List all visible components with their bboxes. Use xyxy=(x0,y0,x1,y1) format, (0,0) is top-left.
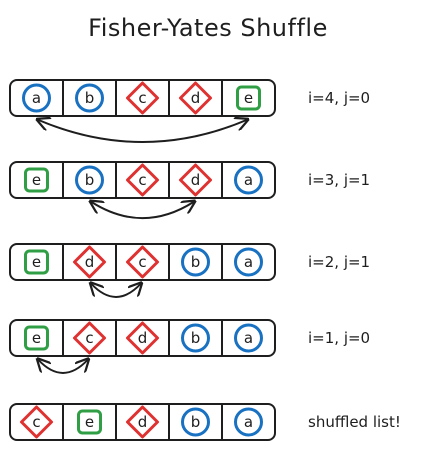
array-row: a b c d e i=4, j=0 xyxy=(9,79,370,143)
element-letter: b xyxy=(191,413,201,431)
array-cell: c xyxy=(126,245,159,279)
element-letter: d xyxy=(138,413,148,431)
array-cell: a xyxy=(234,407,263,437)
step-label: shuffled list! xyxy=(308,413,401,431)
element-letter: c xyxy=(85,329,93,347)
array-cell: c xyxy=(73,321,106,355)
element-letter: c xyxy=(32,413,40,431)
square-marker xyxy=(24,249,49,275)
array-cell: e xyxy=(24,249,49,275)
circle-marker xyxy=(234,165,263,195)
element-letter: b xyxy=(191,253,201,271)
swap-arrow xyxy=(39,360,88,374)
element-letter: c xyxy=(138,171,146,189)
square-marker xyxy=(236,85,261,111)
step-label: i=2, j=1 xyxy=(308,253,370,271)
array-cell: a xyxy=(22,83,51,113)
element-letter: d xyxy=(85,253,95,271)
square-marker xyxy=(24,325,49,351)
diamond-marker xyxy=(179,163,212,197)
element-letter: a xyxy=(244,329,253,347)
array-row: e b c d a i=3, j=1 xyxy=(9,161,370,219)
element-letter: a xyxy=(244,253,253,271)
swap-arrow xyxy=(92,284,141,298)
element-letter: c xyxy=(138,253,146,271)
element-letter: b xyxy=(85,89,95,107)
element-letter: a xyxy=(244,171,253,189)
row-frame xyxy=(9,403,276,441)
row-frame xyxy=(9,79,276,117)
array-cell: b xyxy=(181,247,210,277)
element-letter: b xyxy=(85,171,95,189)
circle-marker xyxy=(181,407,210,437)
diamond-marker xyxy=(73,245,106,279)
array-cell: e xyxy=(24,167,49,193)
circle-marker xyxy=(234,407,263,437)
element-letter: e xyxy=(85,413,94,431)
row-frame xyxy=(9,243,276,281)
array-cell: c xyxy=(126,81,159,115)
element-letter: d xyxy=(138,329,148,347)
diamond-marker xyxy=(126,163,159,197)
array-cell: d xyxy=(126,321,159,355)
swap-arrow xyxy=(39,120,247,143)
diamond-marker xyxy=(126,245,159,279)
diamond-marker xyxy=(73,321,106,355)
step-label: i=4, j=0 xyxy=(308,89,370,107)
row-frame xyxy=(9,161,276,199)
array-cell: a xyxy=(234,165,263,195)
element-letter: d xyxy=(191,89,201,107)
element-letter: c xyxy=(138,89,146,107)
array-cell: a xyxy=(234,247,263,277)
element-letter: b xyxy=(191,329,201,347)
array-cell: a xyxy=(234,323,263,353)
array-cell: e xyxy=(236,85,261,111)
array-cell: d xyxy=(179,163,212,197)
array-cell: c xyxy=(20,405,53,439)
diamond-marker xyxy=(20,405,53,439)
array-row: c e d b a shuffled list! xyxy=(9,403,401,441)
array-row: e c d b a i=1, j=0 xyxy=(9,319,370,374)
circle-marker xyxy=(234,247,263,277)
circle-marker xyxy=(75,83,104,113)
array-cell: e xyxy=(77,409,102,435)
element-letter: d xyxy=(191,171,201,189)
step-label: i=1, j=0 xyxy=(308,329,370,347)
array-cell: b xyxy=(75,165,104,195)
array-cell: d xyxy=(73,245,106,279)
array-cell: b xyxy=(181,323,210,353)
array-cell: b xyxy=(181,407,210,437)
circle-marker xyxy=(234,323,263,353)
diagram-title: Fisher-Yates Shuffle xyxy=(88,14,328,42)
array-cell: d xyxy=(179,81,212,115)
element-letter: e xyxy=(32,171,41,189)
array-cell: b xyxy=(75,83,104,113)
diamond-marker xyxy=(126,405,159,439)
diamond-marker xyxy=(126,81,159,115)
element-letter: a xyxy=(32,89,41,107)
array-cell: e xyxy=(24,325,49,351)
element-letter: e xyxy=(32,253,41,271)
row-frame xyxy=(9,319,276,357)
circle-marker xyxy=(22,83,51,113)
square-marker xyxy=(24,167,49,193)
diamond-marker xyxy=(126,321,159,355)
element-letter: e xyxy=(244,89,253,107)
element-letter: a xyxy=(244,413,253,431)
diamond-marker xyxy=(179,81,212,115)
circle-marker xyxy=(181,247,210,277)
step-label: i=3, j=1 xyxy=(308,171,370,189)
array-cell: c xyxy=(126,163,159,197)
swap-arrow xyxy=(92,202,194,219)
array-row: e d c b a i=2, j=1 xyxy=(9,243,370,298)
circle-marker xyxy=(75,165,104,195)
square-marker xyxy=(77,409,102,435)
element-letter: e xyxy=(32,329,41,347)
array-cell: d xyxy=(126,405,159,439)
circle-marker xyxy=(181,323,210,353)
